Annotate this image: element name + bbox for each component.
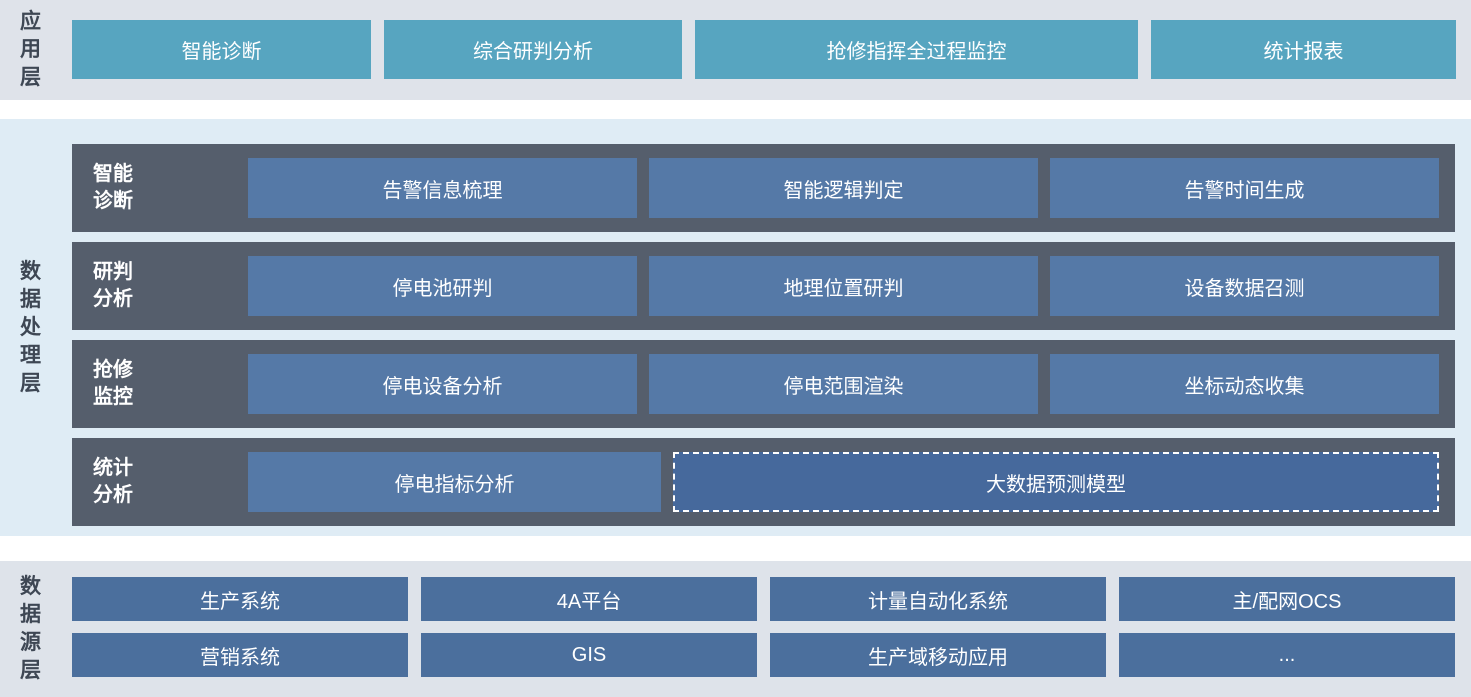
row-label: 抢修监控 <box>93 359 133 408</box>
data-processing-layer-label: 数据处理层 <box>20 259 41 395</box>
application-layer-label-wrap: 应用层 <box>20 0 44 100</box>
block-production-system: 生产系统 <box>72 577 408 621</box>
row-label: 统计分析 <box>93 457 133 506</box>
block-gis: GIS <box>421 633 757 677</box>
row-label: 研判分析 <box>93 261 133 310</box>
block-repair-command-monitoring: 抢修指挥全过程监控 <box>695 20 1138 79</box>
data-source-blocks: 生产系统 4A平台 计量自动化系统 主/配网OCS 营销系统 GIS 生产域移动… <box>72 577 1455 677</box>
row-judgment-analysis: 研判分析 停电池研判 地理位置研判 设备数据召测 <box>72 242 1455 330</box>
data-processing-layer-section: 数据处理层 智能诊断 告警信息梳理 智能逻辑判定 告警时间生成 研判分析 停电池… <box>0 119 1471 536</box>
block-device-data-polling: 设备数据召测 <box>1050 256 1439 316</box>
data-processing-layer-label-wrap: 数据处理层 <box>20 119 44 536</box>
row-intelligent-diagnosis: 智能诊断 告警信息梳理 智能逻辑判定 告警时间生成 <box>72 144 1455 232</box>
block-intelligent-logic-judgment: 智能逻辑判定 <box>649 158 1038 218</box>
block-outage-device-analysis: 停电设备分析 <box>248 354 637 414</box>
data-source-layer-section: 数据源层 生产系统 4A平台 计量自动化系统 主/配网OCS 营销系统 GIS … <box>0 561 1471 697</box>
application-layer-blocks: 智能诊断 综合研判分析 抢修指挥全过程监控 统计报表 <box>72 20 1456 79</box>
block-metering-automation-system: 计量自动化系统 <box>770 577 1106 621</box>
block-main-distribution-ocs: 主/配网OCS <box>1119 577 1455 621</box>
block-marketing-system: 营销系统 <box>72 633 408 677</box>
block-geolocation-judgment: 地理位置研判 <box>649 256 1038 316</box>
row-statistical-analysis: 统计分析 停电指标分析 大数据预测模型 <box>72 438 1455 526</box>
block-alarm-time-generation: 告警时间生成 <box>1050 158 1439 218</box>
block-comprehensive-analysis: 综合研判分析 <box>384 20 682 79</box>
data-processing-rows: 智能诊断 告警信息梳理 智能逻辑判定 告警时间生成 研判分析 停电池研判 地理位… <box>72 144 1455 526</box>
block-outage-indicator-analysis: 停电指标分析 <box>248 452 661 512</box>
block-4a-platform: 4A平台 <box>421 577 757 621</box>
block-alarm-info-sorting: 告警信息梳理 <box>248 158 637 218</box>
application-layer-section: 应用层 智能诊断 综合研判分析 抢修指挥全过程监控 统计报表 <box>0 0 1471 100</box>
block-coordinate-dynamic-collection: 坐标动态收集 <box>1050 354 1439 414</box>
application-layer-label: 应用层 <box>20 10 41 89</box>
block-statistical-reports: 统计报表 <box>1151 20 1456 79</box>
data-source-layer-label: 数据源层 <box>20 575 41 682</box>
block-outage-judgment: 停电池研判 <box>248 256 637 316</box>
block-big-data-prediction-model: 大数据预测模型 <box>673 452 1439 512</box>
block-outage-range-rendering: 停电范围渲染 <box>649 354 1038 414</box>
block-production-mobile-app: 生产域移动应用 <box>770 633 1106 677</box>
data-source-layer-label-wrap: 数据源层 <box>20 561 44 697</box>
row-repair-monitoring: 抢修监控 停电设备分析 停电范围渲染 坐标动态收集 <box>72 340 1455 428</box>
block-intelligent-diagnosis: 智能诊断 <box>72 20 371 79</box>
row-label: 智能诊断 <box>93 163 133 212</box>
block-ellipsis: ... <box>1119 633 1455 677</box>
